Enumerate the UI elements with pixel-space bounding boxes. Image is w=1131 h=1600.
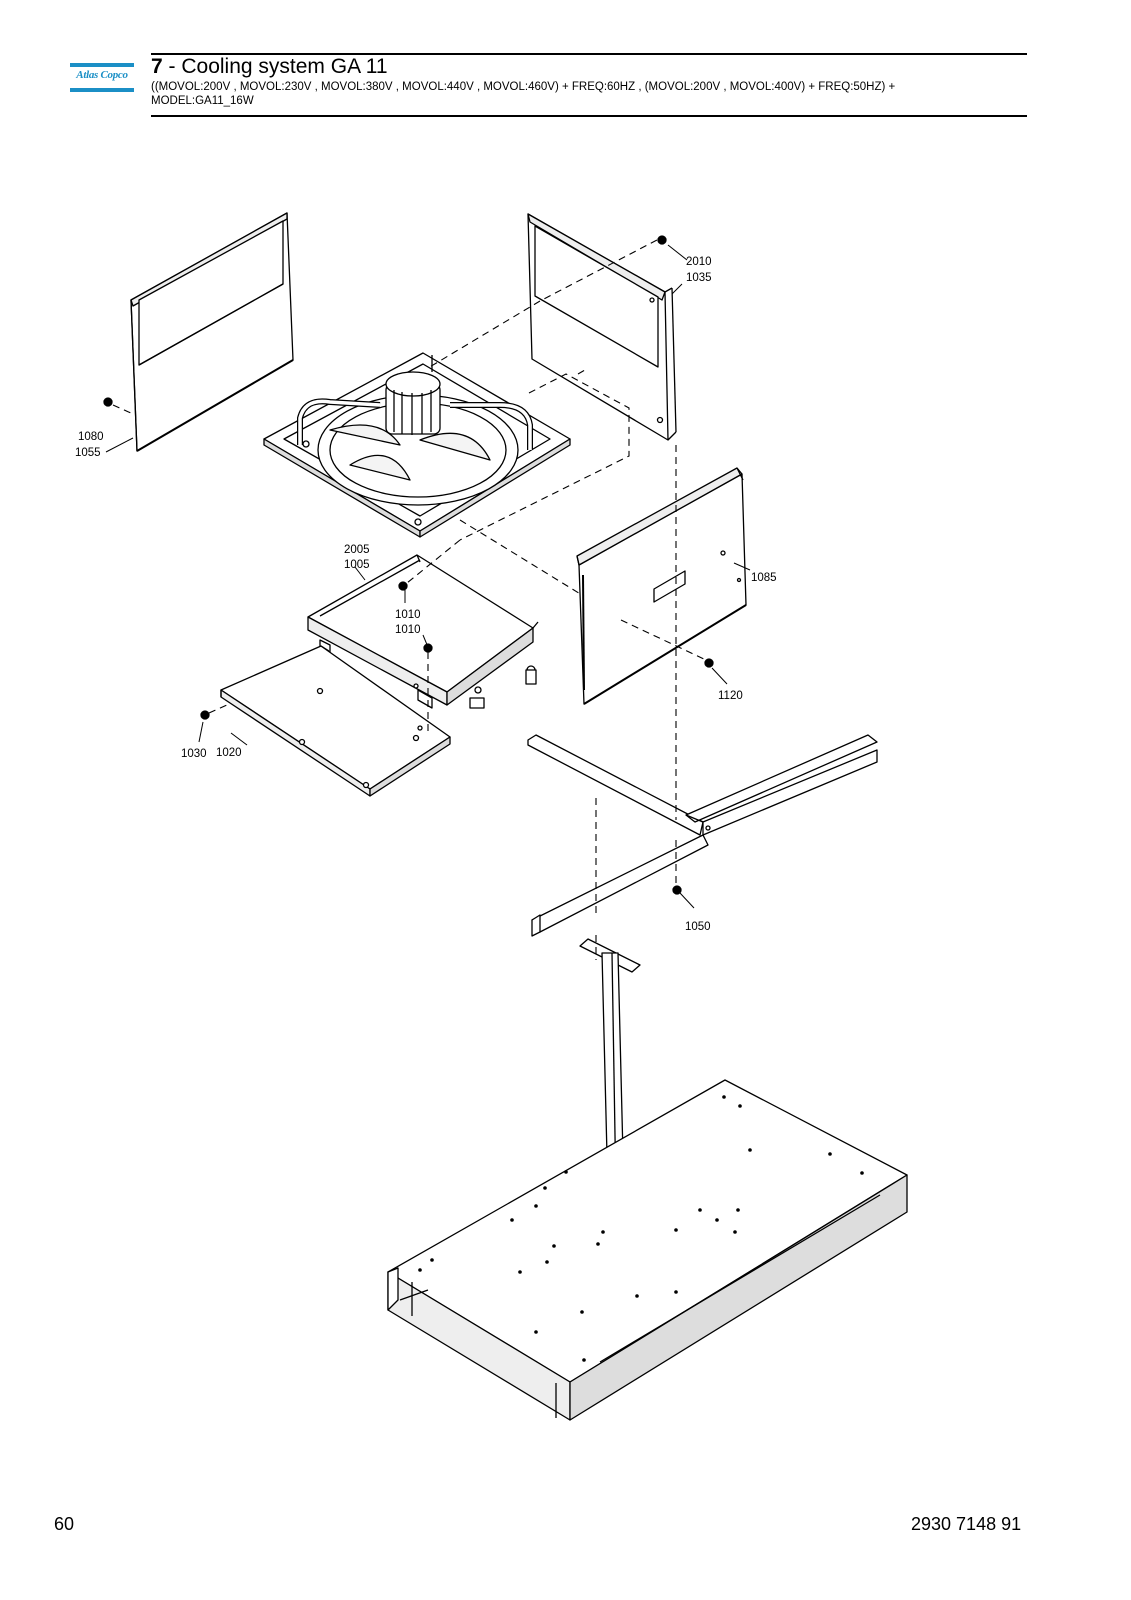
cooler-block [307, 554, 539, 709]
fasteners [103, 235, 714, 895]
callout-1010-upper: 1010 [395, 609, 421, 621]
fan-assembly [263, 352, 571, 538]
rear-right-panel [527, 213, 677, 441]
page-number: 60 [54, 1514, 75, 1534]
callout-1055: 1055 [75, 447, 101, 459]
callout-2010: 2010 [686, 256, 712, 268]
callout-1020: 1020 [216, 747, 242, 759]
left-side-panel [130, 212, 294, 452]
callout-1030: 1030 [181, 748, 207, 760]
model-subtitle: ((MOVOL:200V , MOVOL:230V , MOVOL:380V ,… [151, 81, 896, 107]
page-title: 7 - Cooling system GA 11 [151, 55, 388, 79]
callout-1085: 1085 [751, 572, 777, 584]
callout-1120: 1120 [718, 690, 743, 702]
assembly-guide-lines [112, 239, 707, 960]
section-number: 7 [151, 55, 163, 78]
callout-leaders [105, 244, 751, 909]
header-bottom-rule [151, 115, 1027, 117]
callout-1005: 1005 [344, 559, 370, 571]
document-number: 2930 7148 91 [911, 1514, 1022, 1534]
callout-1080: 1080 [78, 431, 104, 443]
logo-text: Atlas Copco [76, 69, 128, 81]
front-panel [576, 467, 747, 705]
callout-1050: 1050 [685, 921, 711, 933]
callout-1035: 1035 [686, 272, 712, 284]
section-title: - Cooling system GA 11 [162, 55, 388, 78]
atlas-copco-logo: Atlas Copco [70, 63, 134, 93]
header-top-rule [151, 53, 1027, 55]
callout-1010-lower: 1010 [395, 624, 421, 636]
support-cross-frame [527, 734, 878, 937]
bottom-tray [220, 645, 451, 797]
callout-2005: 2005 [344, 544, 370, 556]
base-frame [387, 1079, 908, 1421]
